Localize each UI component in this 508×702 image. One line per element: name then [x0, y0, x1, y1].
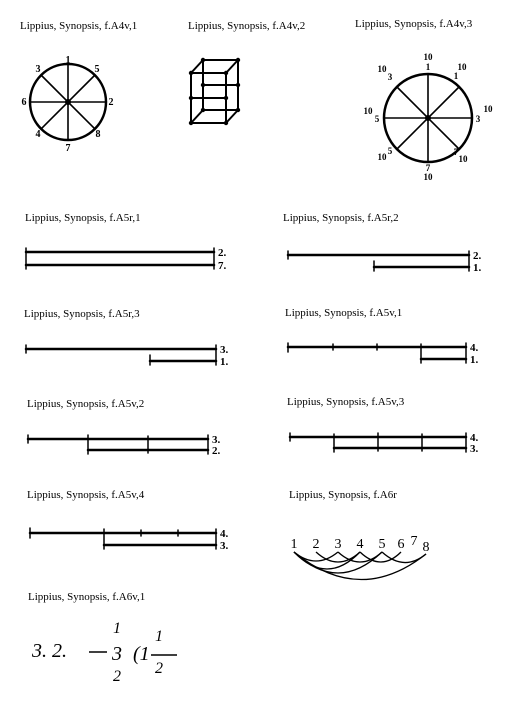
monochord-figure-a5r3: 3. 1.: [24, 344, 229, 368]
formula-lead: 3. 2.: [32, 640, 67, 662]
caption-a5v4: Lippius, Synopsis, f.A5v,4: [27, 489, 145, 501]
monochord-a5r3-label-bottom: 1.: [220, 356, 229, 368]
monochord-a5r2-label-bottom: 1.: [473, 262, 482, 274]
wheel-a4v3-inner-1: 1: [426, 62, 431, 72]
wheel-a4v3-outer-4: 10: [484, 104, 494, 114]
formula-dash: [89, 651, 107, 653]
monochord-a5r1-label-top: 2.: [218, 247, 227, 259]
arcs-a6r-number-4: 4: [357, 537, 364, 552]
monochord-a5r1-label-bottom: 7.: [218, 260, 227, 272]
caption-a5r3: Lippius, Synopsis, f.A5r,3: [24, 308, 140, 320]
wheel-a4v3-outer-6: 10: [378, 152, 388, 162]
caption-a5v1: Lippius, Synopsis, f.A5v,1: [285, 307, 403, 319]
wheel-a4v1-label-1: 1: [66, 55, 71, 66]
formula-top-numeral: 1: [113, 620, 121, 637]
caption-a5r2: Lippius, Synopsis, f.A5r,2: [283, 212, 399, 224]
arcs-a6r-number-6: 6: [398, 537, 405, 552]
wheel-a4v1-label-2: 5: [95, 64, 100, 75]
formula-fraction-denominator: 2: [155, 660, 163, 677]
caption-a5v3: Lippius, Synopsis, f.A5v,3: [287, 396, 405, 408]
monochord-a5v2-label-bottom: 2.: [212, 445, 221, 457]
wheel-a4v1-label-6: 4: [36, 129, 41, 140]
monochord-a5v1-label-top: 4.: [470, 342, 479, 354]
caption-a6r: Lippius, Synopsis, f.A6r: [289, 489, 397, 501]
wheel-a4v3-inner-6: 5: [388, 146, 393, 156]
formula-paren-one: (1: [133, 643, 150, 665]
monochord-a5v1-label-bottom: 1.: [470, 354, 479, 366]
cube-figure-a4v2: [188, 57, 241, 126]
wheel-a4v3-inner-2: 1: [454, 71, 459, 81]
wheel-a4v3-outer-5: 10: [364, 106, 374, 116]
monochord-a5v3-label-bottom: 3.: [470, 443, 479, 455]
formula-fraction-numerator: 1: [155, 628, 163, 645]
wheel-a4v1-label-7: 8: [96, 129, 101, 140]
monochord-a5r3-label-top: 3.: [220, 344, 229, 356]
arcs-figure-a6r: 1 2 3 4 5 6 7 8: [291, 534, 430, 581]
wheel-a4v3-outer-8: 10: [424, 172, 434, 182]
wheel-a4v3-inner-4: 3: [476, 114, 481, 124]
formula-middle-numeral: 3: [112, 643, 122, 665]
monochord-a5v3-label-top: 4.: [470, 432, 479, 444]
arcs-a6r-number-8: 8: [423, 540, 430, 555]
wheel-a4v1-label-3: 3: [36, 64, 41, 75]
formula-bottom-numeral: 2: [113, 668, 121, 685]
wheel-a4v1-label-5: 6: [22, 97, 27, 108]
wheel-figure-a4v1: 1 5 3 2 6 4 8 7: [22, 55, 114, 154]
monochord-figure-a5v2: 3. 2.: [26, 434, 221, 457]
monochord-figure-a5r1: 2. 7.: [24, 247, 227, 272]
wheel-a4v3-inner-8: 7: [426, 163, 431, 173]
caption-a4v2: Lippius, Synopsis, f.A4v,2: [188, 20, 306, 32]
arcs-a6r-number-2: 2: [313, 537, 320, 552]
caption-a5r1: Lippius, Synopsis, f.A5r,1: [25, 212, 141, 224]
arcs-a6r-number-1: 1: [291, 537, 298, 552]
wheel-a4v1-label-8: 7: [66, 143, 71, 154]
caption-a6v1: Lippius, Synopsis, f.A6v,1: [28, 591, 146, 603]
wheel-a4v3-inner-5: 5: [375, 114, 380, 124]
monochord-a5v2-label-top: 3.: [212, 434, 221, 446]
monochord-figure-a5v1: 4. 1.: [286, 342, 479, 366]
monochord-a5v4-label-top: 4.: [220, 528, 229, 540]
monochord-figure-a5v4: 4. 3.: [28, 527, 229, 552]
wheel-a4v3-inner-7: 7: [454, 147, 459, 157]
wheel-a4v3-outer-3: 10: [378, 64, 388, 74]
wheel-a4v3-inner-3: 3: [388, 72, 393, 82]
caption-a4v3: Lippius, Synopsis, f.A4v,3: [355, 18, 473, 30]
wheel-figure-a4v3: 10 1 10 1 10 3 10 3 10 5 10 5 10 7 10 7: [364, 52, 494, 182]
wheel-a4v1-label-4: 2: [109, 97, 114, 108]
arcs-a6r-number-5: 5: [379, 537, 386, 552]
monochord-figure-a5v3: 4. 3.: [288, 432, 479, 455]
wheel-a4v3-outer-2: 10: [458, 62, 468, 72]
wheel-a4v3-outer-7: 10: [459, 154, 469, 164]
caption-a5v2: Lippius, Synopsis, f.A5v,2: [27, 398, 145, 410]
monochord-a5v4-label-bottom: 3.: [220, 540, 229, 552]
arcs-a6r-number-7: 7: [411, 534, 418, 549]
monochord-a5r2-label-top: 2.: [473, 250, 482, 262]
monochord-figure-a5r2: 2. 1.: [286, 250, 482, 274]
wheel-a4v3-outer-1: 10: [424, 52, 434, 62]
arcs-a6r-number-3: 3: [335, 537, 342, 552]
formula-fraction-bar: [151, 654, 177, 656]
caption-a4v1: Lippius, Synopsis, f.A4v,1: [20, 20, 138, 32]
